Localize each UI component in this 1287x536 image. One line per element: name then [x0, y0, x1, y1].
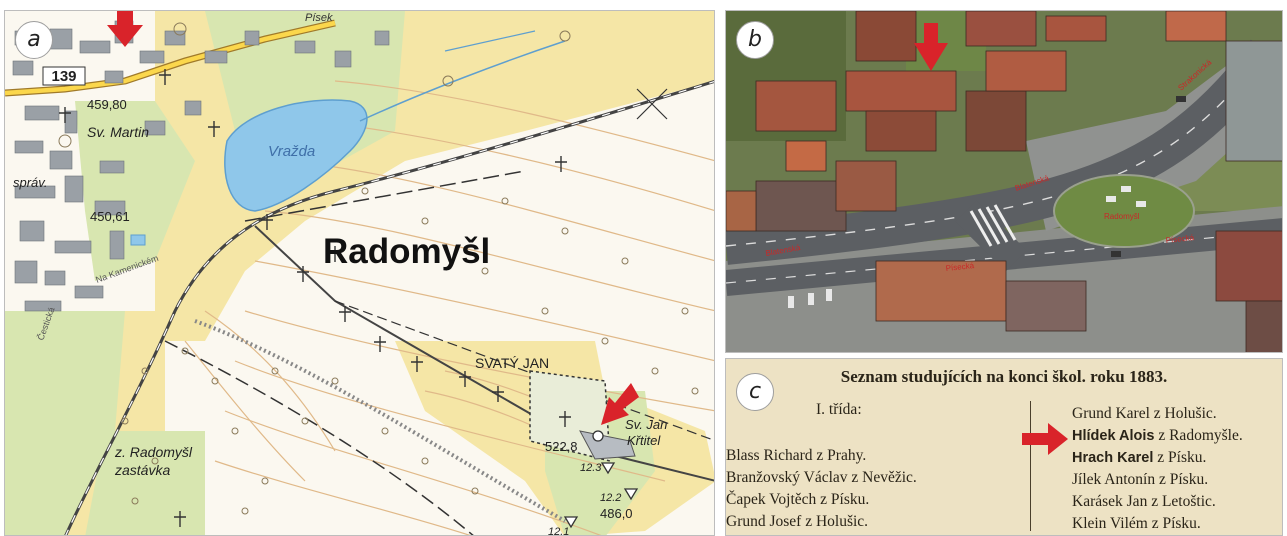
place-label: Radomyšl: [1104, 212, 1140, 221]
left-list-item: Čapek Vojtěch z Písku.: [726, 491, 870, 508]
right-list-item: Grund Karel z Holušic.: [1072, 405, 1217, 423]
student-name: Karásek Jan: [1072, 493, 1148, 510]
student-name: Hlídek Alois: [1072, 428, 1155, 444]
vrazda-lake-label: Vražda: [268, 143, 315, 160]
left-list-item: Blass Richard z Prahy.: [726, 447, 867, 464]
svaty-jan-label: SVATÝ JAN: [475, 355, 549, 371]
elevation-label-3: 522,8: [545, 439, 578, 454]
left-list-item: Branžovský Václav z Nevěžic.: [726, 469, 917, 486]
sv-martin-label: Sv. Martin: [87, 124, 149, 140]
panel-letter-b: b: [736, 21, 774, 59]
topographic-map-panel: 139 Písek 459,80 Sv. Martin správ. 450,6…: [4, 10, 715, 536]
student-origin: z Písku.: [1151, 515, 1201, 532]
student-origin: z Radomyšle.: [1158, 427, 1243, 444]
station-label-2: zastávka: [114, 462, 170, 478]
student-name: Jílek Antonín: [1072, 471, 1156, 488]
student-origin: z Písku.: [1158, 471, 1209, 488]
student-name: Hrach Karel: [1072, 450, 1154, 466]
class-heading: I. třída:: [816, 401, 862, 418]
student-origin: z Písku.: [1157, 449, 1207, 466]
document-title: Seznam studujících na konci škol. roku 1…: [840, 367, 1168, 386]
right-list-item-highlighted: Hlídek Alois z Radomyšle.: [1072, 427, 1243, 445]
student-name: Grund Karel: [1072, 405, 1150, 422]
sprav-label: správ.: [13, 175, 47, 190]
elevation-label-1: 459,80: [87, 97, 127, 112]
elevation-label-2: 450,61: [90, 209, 130, 224]
survey-code-3: 12.1: [548, 526, 569, 536]
student-origin: z Letoštic.: [1151, 493, 1216, 510]
topographic-map: 139 Písek 459,80 Sv. Martin správ. 450,6…: [5, 11, 714, 536]
street-label-4: Písecká: [1165, 233, 1195, 245]
right-list-item: Karásek Jan z Letoštic.: [1072, 493, 1216, 511]
station-label-1: z. Radomyšl: [114, 444, 193, 460]
sv-jan-label-2: Křtitel: [627, 433, 661, 448]
survey-code-1: 12.3: [580, 462, 602, 474]
panel-letter-a: a: [15, 21, 53, 59]
left-list-item: Grund Josef z Holušic.: [726, 513, 869, 530]
survey-code-2: 12.2: [600, 492, 621, 504]
sv-jan-label-1: Sv. Jan: [625, 417, 667, 432]
right-list-item: Hrach Karel z Písku.: [1072, 449, 1206, 467]
street-label-3: Písecká: [945, 261, 975, 273]
road-number-label: 139: [51, 68, 76, 85]
school-list-document-panel: Seznam studujících na konci škol. roku 1…: [725, 358, 1283, 536]
right-list-item: Klein Vilém z Písku.: [1072, 515, 1201, 533]
elevation-label-4: 486,0: [600, 506, 633, 521]
column-divider: [1030, 401, 1031, 531]
student-name: Klein Vilém: [1072, 515, 1148, 532]
student-origin: z Holušic.: [1153, 405, 1217, 422]
radomysl-town-label: Radomyšl: [323, 232, 490, 271]
right-list-item: Jílek Antonín z Písku.: [1072, 471, 1208, 489]
panel-letter-c: c: [736, 373, 774, 411]
red-arrow-icon: [1022, 423, 1068, 455]
pisek-road-label: Písek: [305, 12, 333, 24]
aerial-photo-panel: Blatenská Blatenská Písecká Písecká Stra…: [725, 10, 1283, 353]
aerial-photo: Blatenská Blatenská Písecká Písecká Stra…: [726, 11, 1282, 352]
